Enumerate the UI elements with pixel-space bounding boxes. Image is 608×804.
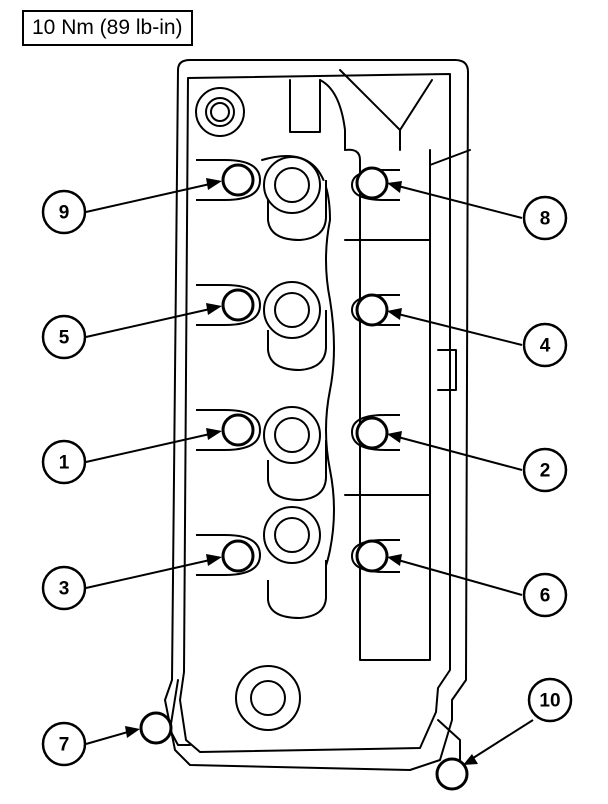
bolt-2 [355, 416, 389, 450]
bolt-10 [435, 757, 469, 791]
spark-plug-tube-4 [263, 506, 327, 620]
callout-circle-4 [522, 322, 568, 368]
callout-number-4: 4 [540, 336, 551, 357]
spark-plug-tube-1 [263, 156, 327, 242]
callout-circle-10 [527, 677, 573, 723]
callout-number-2: 2 [540, 461, 551, 482]
torque-spec-text: 10 Nm (89 lb-in) [32, 16, 183, 39]
spark-plug-tube-2 [263, 281, 327, 372]
callout-circle-7 [41, 721, 87, 767]
callout-circle-9 [41, 189, 87, 235]
cover-inner-outline [179, 73, 451, 753]
callout-number-1: 1 [59, 453, 70, 474]
bolt-4 [355, 293, 389, 327]
callout-number-5: 5 [59, 328, 70, 349]
callout-number-10: 10 [539, 691, 560, 712]
bolt-3 [221, 539, 255, 573]
callout-number-7: 7 [59, 735, 70, 756]
spark-plug-tube-3 [263, 406, 327, 502]
callout-circle-8 [522, 195, 568, 241]
bolt-8 [355, 166, 389, 200]
callout-number-3: 3 [59, 579, 70, 600]
callout-circle-2 [522, 447, 568, 493]
bolt-9 [221, 163, 255, 197]
bolt-5 [221, 288, 255, 322]
torque-spec-label: 10 Nm (89 lb-in) [22, 10, 193, 46]
callout-circle-3 [41, 565, 87, 611]
cover-outline [164, 59, 469, 771]
callout-number-9: 9 [59, 203, 70, 224]
callout-circle-1 [41, 439, 87, 485]
callout-number-8: 8 [540, 209, 551, 230]
bolt-1 [221, 413, 255, 447]
callout-circle-5 [41, 314, 87, 360]
bolt-6 [355, 539, 389, 573]
callout-circle-6 [522, 572, 568, 618]
bolt-7 [139, 711, 173, 745]
callout-number-6: 6 [540, 586, 551, 607]
